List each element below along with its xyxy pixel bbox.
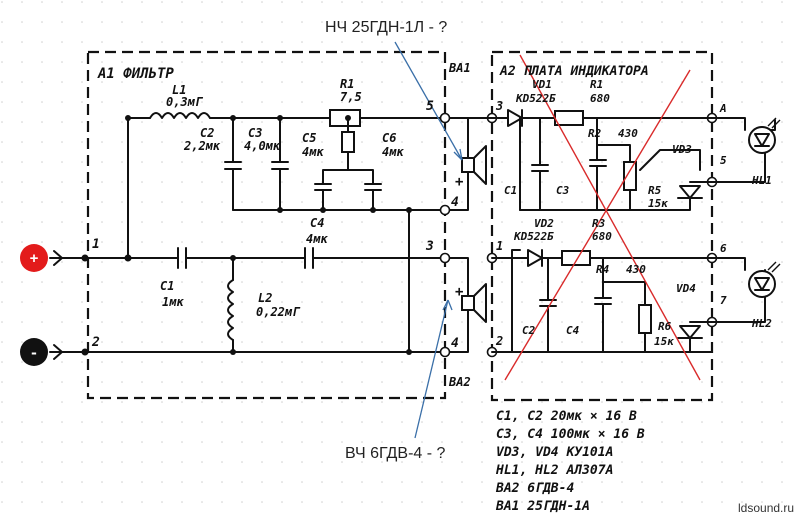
- value-r3: 680: [592, 230, 612, 243]
- annotation-bottom: ВЧ 6ГДВ-4 - ?: [345, 445, 446, 462]
- resistor-r1-shunt: [341, 131, 355, 153]
- value-c5: 4мк: [302, 145, 324, 159]
- capacitor-c2: [224, 117, 242, 211]
- label-r5: R5: [648, 184, 662, 197]
- watermark: ldsound.ru: [738, 501, 794, 515]
- label-c5: C5: [302, 131, 316, 145]
- value-l1: 0,3мГ: [166, 95, 204, 109]
- label-c6: C6: [382, 131, 396, 145]
- ba1-plus: +: [455, 174, 463, 190]
- annotation-top: НЧ 25ГДН-1Л - ?: [325, 19, 447, 36]
- label-vd3: VD3: [672, 143, 692, 156]
- label-c2-ind: C2: [522, 324, 536, 337]
- value-c3: 4,0мк: [244, 139, 281, 153]
- spec-line-1: C1, C2 20мк × 16 В: [496, 409, 637, 424]
- value-r1: 7,5: [340, 90, 362, 104]
- node-2: 2: [91, 335, 100, 350]
- minus-terminal: [20, 338, 48, 366]
- led-hl2: [711, 257, 781, 323]
- block-a2-frame: [490, 50, 714, 402]
- label-vd1: VD1: [532, 78, 552, 91]
- value-r4: 430: [626, 263, 646, 276]
- speaker-ba2: [444, 257, 487, 353]
- a2-term-3: 3: [495, 99, 503, 113]
- label-c3-ind: C3: [556, 184, 570, 197]
- label-r6: R6: [658, 320, 672, 333]
- node-4-top: 4: [451, 195, 459, 210]
- inductor-l1: [149, 112, 211, 119]
- label-c1-ind: C1: [504, 184, 517, 197]
- annotation-arrows: [394, 41, 463, 439]
- value-c2: 2,2мк: [183, 139, 221, 153]
- value-r6: 15к: [654, 335, 674, 348]
- label-c3: C3: [248, 126, 262, 140]
- term-5: 5: [720, 154, 727, 167]
- minus-sign: -: [31, 343, 37, 362]
- label-l1: L1: [172, 83, 186, 97]
- node-5: 5: [426, 99, 434, 114]
- plus-terminal: [20, 244, 48, 272]
- label-vd2: VD2: [534, 217, 554, 230]
- type-vd1: КD522Б: [515, 92, 556, 105]
- plus-sign: +: [30, 250, 39, 267]
- label-c2: C2: [200, 126, 214, 140]
- value-r5: 15к: [648, 197, 668, 210]
- label-c4: C4: [310, 216, 324, 230]
- label-r1-ind: R1: [590, 78, 603, 91]
- term-6: 6: [720, 242, 727, 255]
- label-r3: R3: [592, 217, 606, 230]
- value-c6: 4мк: [382, 145, 404, 159]
- a2-term-1: 1: [496, 239, 503, 253]
- label-c1: C1: [160, 279, 174, 293]
- spec-list: C1, C2 20мк × 16 В C3, C4 100мк × 16 В V…: [495, 409, 645, 514]
- term-7: 7: [720, 294, 727, 307]
- block-a1-frame: [86, 50, 447, 400]
- node-3: 3: [425, 239, 434, 254]
- node-4-bottom: 4: [451, 336, 459, 351]
- indicator-wiring: [467, 109, 713, 353]
- spec-line-5: ВА2 6ГДВ-4: [495, 481, 574, 496]
- label-r4: R4: [596, 263, 610, 276]
- term-a: A: [719, 102, 727, 115]
- value-c4: 4мк: [306, 232, 328, 246]
- label-r1: R1: [340, 77, 354, 91]
- node-1: 1: [92, 237, 100, 252]
- label-hl2: HL2: [751, 317, 772, 330]
- a2-term-2: 2: [495, 334, 503, 348]
- spec-line-6: ВА1 25ГДН-1А: [495, 499, 590, 514]
- label-hl1: HL1: [751, 174, 772, 187]
- value-l2: 0,22мГ: [256, 305, 301, 319]
- label-vd4: VD4: [676, 282, 696, 295]
- spec-line-4: HL1, HL2 АЛ307А: [495, 463, 613, 478]
- ba2-plus: +: [455, 284, 463, 300]
- capacitor-c3: [271, 117, 289, 211]
- value-c1: 1мк: [162, 295, 184, 309]
- inductor-l2: [227, 279, 234, 341]
- block-a1-title: А1 ФИЛЬТР: [97, 66, 174, 82]
- led-hl1: [711, 117, 781, 183]
- value-r2: 430: [618, 127, 638, 140]
- spec-line-2: C3, C4 100мк × 16 В: [496, 427, 645, 442]
- value-r1-ind: 680: [590, 92, 610, 105]
- label-c4-ind: C4: [566, 324, 580, 337]
- label-r2: R2: [588, 127, 602, 140]
- block-a2-title: А2 ПЛАТА ИНДИКАТОРА: [499, 64, 649, 79]
- input-wires: [49, 250, 86, 360]
- type-vd2: КD522Б: [513, 230, 554, 243]
- label-l2: L2: [258, 291, 272, 305]
- spec-line-3: VD3, VD4 КУ101А: [496, 445, 613, 460]
- label-ba2: ВА2: [448, 375, 471, 389]
- red-cross: [504, 54, 701, 381]
- label-ba1: ВА1: [448, 61, 471, 75]
